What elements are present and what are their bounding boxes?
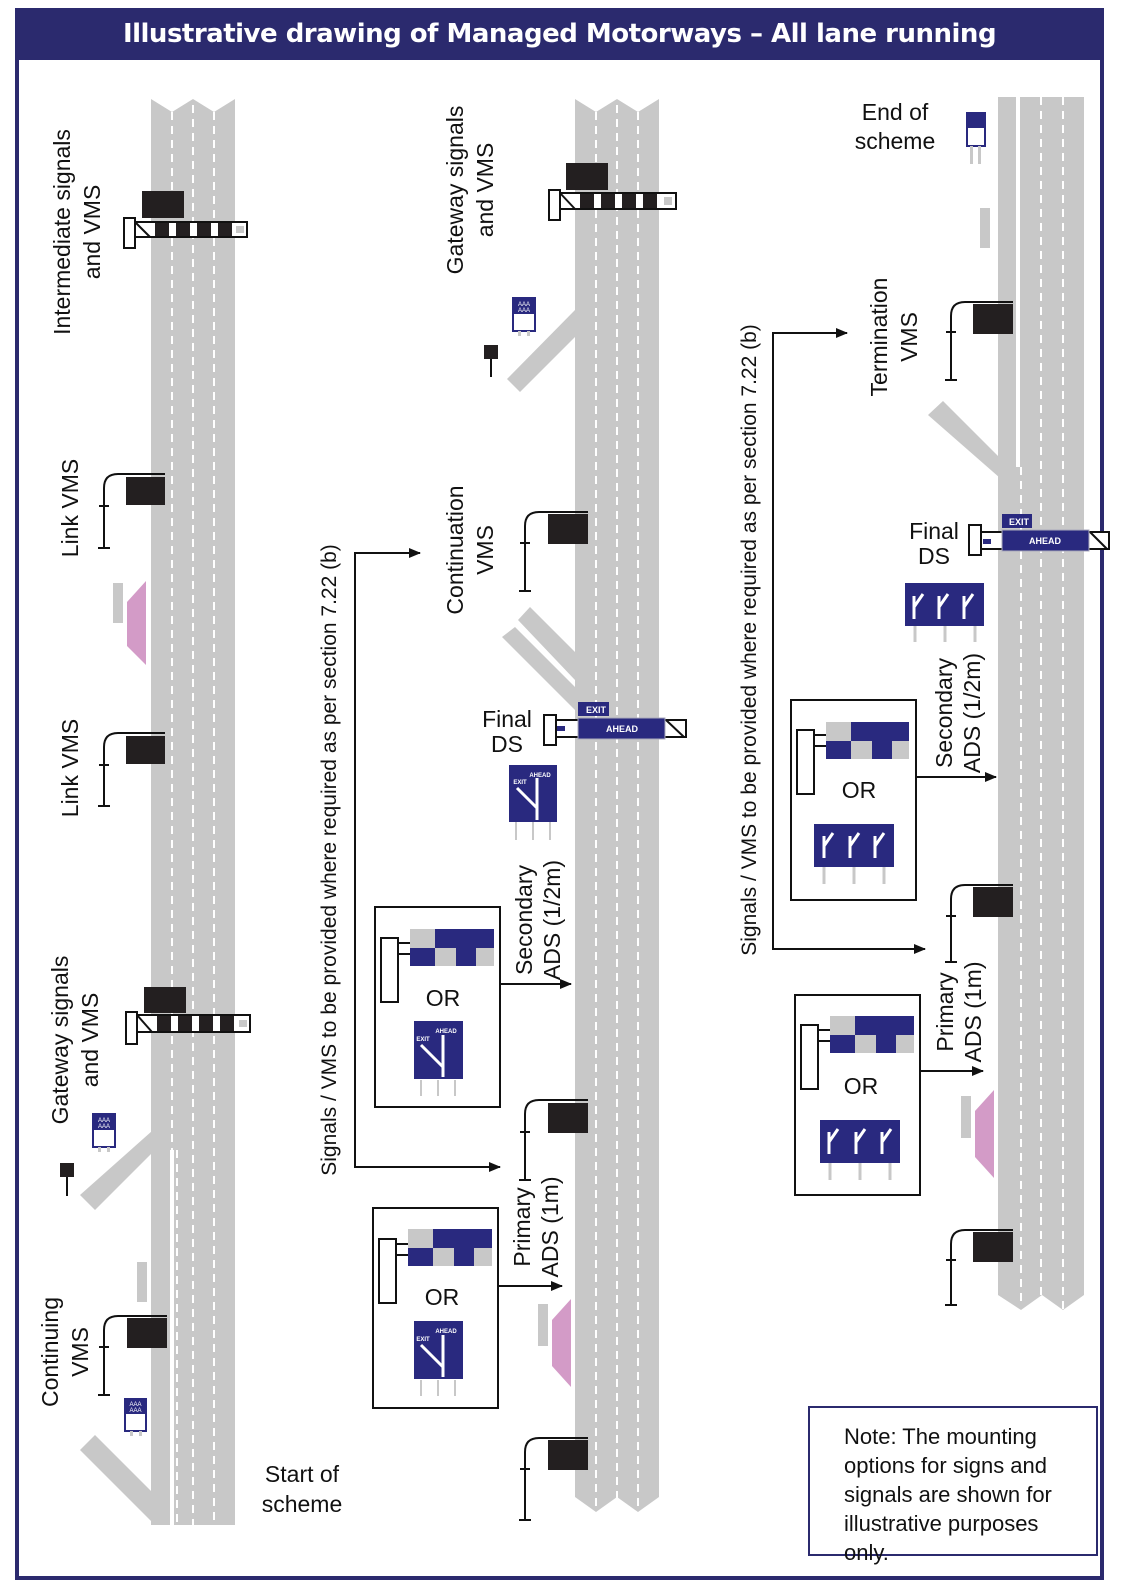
bracket-note: Signals / VMS to be provided where requi… [738,324,761,956]
label-continuing-vms: VMS [67,1327,93,1377]
or-text: OR [425,1284,460,1310]
continuation-vms-cantilever [519,511,588,592]
exit-text: EXIT [586,705,607,715]
label-primary: Primary [932,972,958,1052]
diagram-frame [15,8,1104,1580]
exit-text: EXIT [416,1037,430,1043]
label-final: Final [482,706,532,732]
lane-drop-sign [905,583,984,642]
bracket-note: Signals / VMS to be provided where requi… [318,544,341,1176]
primary-ads-options: OR AHEAD EXIT [372,1207,499,1409]
label-primary: Primary [509,1187,535,1267]
sign-text: AAA [98,1118,110,1124]
label-continuing: Continuing [37,1297,63,1407]
pink-marker [127,581,146,665]
label-gateway-vms: and VMS [472,143,498,238]
label-secondary-ads: ADS (1/2m) [959,653,985,773]
blue-sign: AAA AAA [512,297,536,336]
motorway-column-1: Intermediate signals and VMS Link VMS Li… [37,99,342,1525]
diagram-title: Illustrative drawing of Managed Motorway… [15,8,1104,60]
exit-text: EXIT [416,1337,430,1343]
label-primary-ads: ADS (1m) [960,962,986,1063]
ahead-text: AHEAD [1029,536,1062,546]
or-text: OR [426,985,461,1011]
ahead-text: AHEAD [435,1329,457,1335]
ads-sign-exit-ahead: AHEAD EXIT [509,765,557,840]
sign-text: AAA [129,1402,141,1408]
final-ds-gantry: EXIT AHEAD [968,514,1110,556]
label-link-vms: Link VMS [57,719,83,817]
label-continuation: Continuation [442,485,468,614]
motorway-column-2: Gateway signals and VMS AAA AAA Continua… [318,99,687,1521]
label-secondary: Secondary [931,658,957,768]
label-gateway-vms: and VMS [77,993,103,1088]
vms-cantilever [945,884,1013,963]
label-intermediate-vms: and VMS [79,185,105,280]
end-of-scheme-sign [966,112,986,164]
motorway-column-3: End of scheme Termination VMS EXIT AHEAD… [738,97,1110,1310]
ahead-text: AHEAD [435,1029,457,1035]
secondary-ads-options: OR AHEAD EXIT [374,906,501,1108]
label-secondary: Secondary [511,865,537,975]
note-box: Note: The mounting options for signs and… [808,1406,1098,1565]
slip-road [502,627,575,710]
blue-sign: AAA AAA [124,1398,147,1436]
sign-text: AAA [518,308,530,314]
label-end-of: End of [862,99,929,125]
exit-text: EXIT [1009,517,1030,527]
intermediate-gantry [123,191,248,249]
link-vms-cantilever [98,732,165,807]
gateway-gantry [548,163,677,221]
label-continuation-vms: VMS [472,525,498,575]
label-link-vms: Link VMS [57,459,83,557]
slip-road [507,310,575,392]
vms-cantilever [519,1099,588,1181]
label-start-of-scheme: Start of [265,1461,340,1487]
label-termination: Termination [866,278,892,397]
label-gateway-signals: Gateway signals [47,956,73,1125]
link-vms-cantilever [98,473,165,549]
ahead-text: AHEAD [529,773,551,779]
label-ds: DS [491,731,523,757]
pink-marker [552,1299,571,1387]
pink-marker [975,1090,994,1178]
or-text: OR [844,1073,879,1099]
sign-text: AAA [518,302,530,308]
termination-vms-cantilever [945,301,1013,381]
label-primary-ads: ADS (1m) [537,1177,563,1278]
label-ds: DS [918,543,950,569]
gateway-gantry [125,987,251,1045]
slip-road [518,607,575,680]
vms-cantilever [945,1229,1013,1306]
sign-text: AAA [98,1124,110,1130]
blue-sign: AAA AAA [92,1113,116,1152]
exit-text: EXIT [513,780,527,786]
label-final: Final [909,518,959,544]
secondary-ads-options: OR [790,699,917,901]
label-intermediate-signals: Intermediate signals [49,129,75,335]
slip-road [80,1435,170,1525]
label-termination-vms: VMS [896,312,922,362]
continuing-vms-cantilever [98,1315,167,1396]
final-ds-gantry: EXIT AHEAD [543,702,687,746]
label-end-scheme: scheme [855,128,936,154]
or-text: OR [842,777,877,803]
label-start-scheme: scheme [262,1491,343,1517]
slip-road [928,401,1016,492]
slip-road [80,1115,170,1210]
sign-text: AAA [129,1408,141,1414]
ahead-text: AHEAD [606,724,639,734]
label-gateway-signals: Gateway signals [442,106,468,275]
label-secondary-ads: ADS (1/2m) [539,860,565,980]
primary-ads-options: OR [794,994,921,1196]
vms-cantilever [519,1437,588,1521]
